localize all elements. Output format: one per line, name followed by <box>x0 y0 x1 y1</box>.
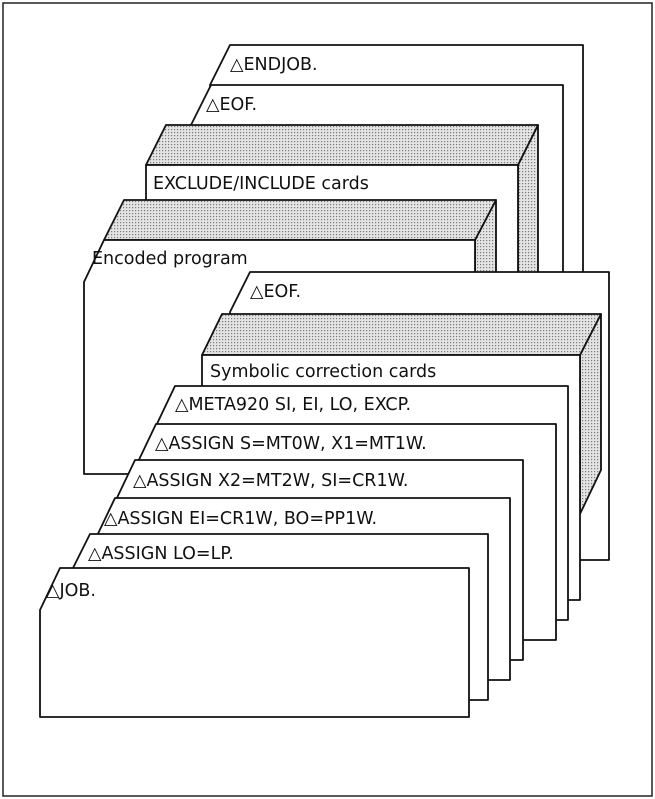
exclude-include-block-top <box>146 125 538 165</box>
symbolic-correction-block-top <box>202 314 601 355</box>
card-assign-x2-label: △ASSIGN X2=MT2W, SI=CR1W. <box>133 471 408 491</box>
card-assign-lo-label: △ASSIGN LO=LP. <box>88 544 234 564</box>
card-eof-top-label: △EOF. <box>206 95 257 115</box>
card-endjob-label: △ENDJOB. <box>230 55 318 75</box>
card-eof-mid-label: △EOF. <box>250 282 301 302</box>
card-meta920-label: △META920 SI, EI, LO, EXCP. <box>175 395 411 415</box>
encoded-program-block-top <box>104 200 496 240</box>
symbolic-correction-label: Symbolic correction cards <box>210 362 436 382</box>
card-assign-ei-label: △ASSIGN EI=CR1W, BO=PP1W. <box>104 509 377 529</box>
card-job: △JOB. <box>40 568 469 717</box>
card-assign-s-label: △ASSIGN S=MT0W, X1=MT1W. <box>155 434 427 454</box>
encoded-program-label: Encoded program <box>92 249 248 269</box>
exclude-include-label: EXCLUDE/INCLUDE cards <box>153 174 369 194</box>
card-job-label: △JOB. <box>46 581 96 601</box>
